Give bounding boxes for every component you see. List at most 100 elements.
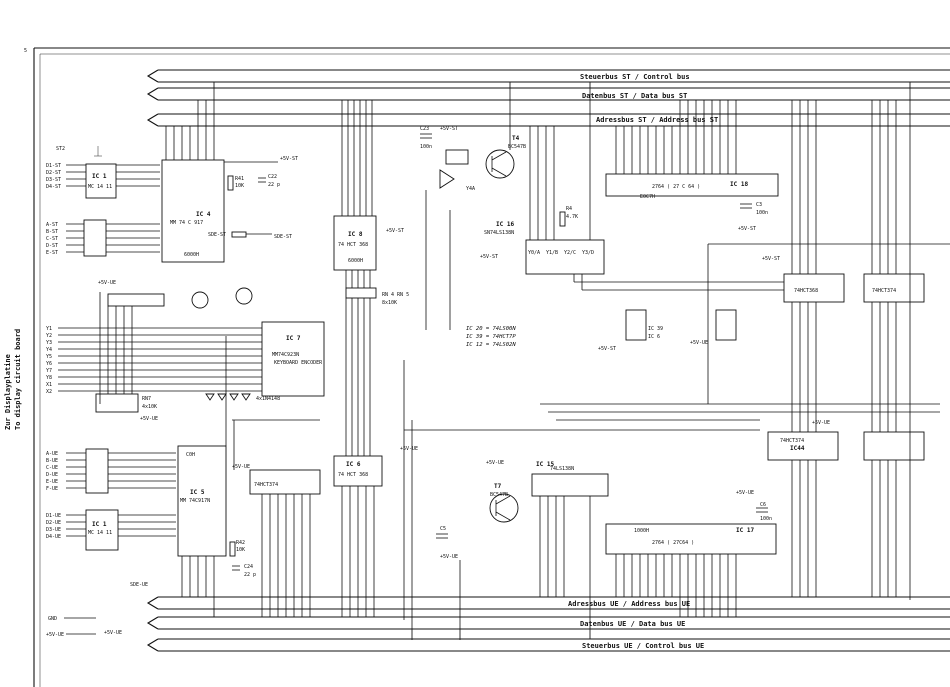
side-label-line2: To display circuit board xyxy=(14,329,22,430)
bus-control-st: Steuerbus ST / Control bus xyxy=(146,69,950,83)
input-y1: Y1 xyxy=(46,326,52,332)
ic16-part: SN74LS138N xyxy=(484,230,514,236)
side-label: Zur Displayplatine To display circuit bo… xyxy=(4,329,22,430)
plus5v-st-label-4: +5V-ST xyxy=(480,254,498,260)
r41-value: 10K xyxy=(235,183,244,189)
ic15-part: 74LS138N xyxy=(550,466,574,472)
ic6-part: 74 HCT 368 xyxy=(338,472,368,478)
plus5v-st-label-2: +5V-ST xyxy=(386,228,404,234)
ic39-chips: IC 39 IC 6 +5V-ST +5V-UE xyxy=(598,309,737,352)
ic8: IC 8 74 HCT 368 6000H +5V-ST xyxy=(333,215,404,271)
input-y2: Y2 xyxy=(46,333,52,339)
input-y5: Y5 xyxy=(46,354,52,360)
bus-label-data-ue: Datenbus UE / Data bus UE xyxy=(580,620,685,628)
c23-y4a: C23 100n +5V-ST Y4A xyxy=(420,126,475,192)
ic5-sub: C0H xyxy=(186,452,195,458)
ic17-name: IC 17 xyxy=(736,527,754,534)
input-d4-st: D4-ST xyxy=(46,184,61,190)
ic-right-top: 74HCT368 +5V-ST 74HCT374 xyxy=(762,256,925,303)
ic18-name: IC 18 xyxy=(730,181,748,188)
rn-label: RN 4 RN 5 xyxy=(382,292,409,298)
plus5v-ue-tail: +5V-UE xyxy=(104,630,122,636)
st2-connector: ST2 xyxy=(56,146,102,157)
plus5v-ue-label-5: +5V-UE xyxy=(400,446,418,452)
plus5v-st-label-7: +5V-ST xyxy=(598,346,616,352)
ic16: IC 16 SN74LS138N Y0/A Y1/B Y2/C Y3/D +5V… xyxy=(480,206,605,275)
input-e-st: E-ST xyxy=(46,250,58,256)
ic18-part: 2764 ( 27 C 64 ) xyxy=(652,184,700,190)
input-a-st: A-ST xyxy=(46,222,58,228)
input-y7: Y7 xyxy=(46,368,52,374)
input-d1-st: D1-ST xyxy=(46,163,61,169)
t7-transistor: T7 BC547B +5V-UE xyxy=(486,460,519,523)
ic4-sde: SDE-ST xyxy=(208,232,226,238)
input-d2-ue: D2-UE xyxy=(46,520,61,526)
ic15-name: IC 15 xyxy=(536,461,554,468)
bus-label-control-st: Steuerbus ST / Control bus xyxy=(580,73,690,81)
input-y8: Y8 xyxy=(46,375,52,381)
bus-label-data-st: Datenbus ST / Data bus ST xyxy=(582,92,687,100)
plus5v-ue-label-3: +5V-UE xyxy=(690,340,708,346)
gnd-connector: GND +5V-UE +5V-UE xyxy=(46,616,122,638)
r45-link: SDE-ST xyxy=(231,231,292,240)
st2-label: ST2 xyxy=(56,146,65,152)
bus-label-control-ue: Steuerbus UE / Control bus UE xyxy=(582,642,704,650)
bus-data-ue: Datenbus UE / Data bus UE xyxy=(146,616,950,630)
c6-label: C6 xyxy=(760,502,766,508)
ic1-top-name: IC 1 xyxy=(92,173,107,180)
rn-value: 8x10K xyxy=(382,300,397,306)
r42-value: 10K xyxy=(236,547,245,553)
c23-label: C23 xyxy=(420,126,429,132)
ic44: IC44 74HCT374 +5V-UE xyxy=(767,420,925,461)
ic5-power-row: +5V-UE xyxy=(98,280,253,309)
c22-value: 22 p xyxy=(268,182,280,188)
ic17-part: 2764 ( 27C64 ) xyxy=(652,540,694,546)
r41-c22: R41 10K C22 22 p +5V-ST xyxy=(224,156,298,191)
input-y3: Y3 xyxy=(46,340,52,346)
ic1-bottom-part: MC 14 11 xyxy=(88,530,112,536)
page-border: 5 xyxy=(24,47,950,687)
ic16-out-2: Y2/C xyxy=(564,250,576,256)
r4-value: 4.7K xyxy=(566,214,578,220)
ic4-sub: 6000H xyxy=(184,252,199,258)
plus5v-st-label-3: +5V-ST xyxy=(440,126,458,132)
plus5v-ue-label-1: +5V-UE xyxy=(98,280,116,286)
r4-label: R4 xyxy=(566,206,572,212)
input-c-st: C-ST xyxy=(46,236,58,242)
c3-label: C3 xyxy=(756,202,762,208)
bus-ticks-top xyxy=(213,82,911,88)
bus-ticks-bottom xyxy=(213,609,591,639)
ic4: IC 4 MM 74 C 917 6000H SDE-ST xyxy=(161,159,226,263)
ic18-sub: E0C7H xyxy=(640,194,655,200)
side-label-line1: Zur Displayplatine xyxy=(4,354,12,430)
ic44-name: IC44 xyxy=(790,445,805,452)
ic43-part: 74HCT374 xyxy=(872,288,896,294)
ic16-out-0: Y0/A xyxy=(528,250,540,256)
input-d2-st: D2-ST xyxy=(46,170,61,176)
ic5: IC 5 MM 74C917N C0H xyxy=(177,445,227,557)
ic1-top-part: MC 14 11 xyxy=(88,184,112,190)
sde-ue-label: SDE-UE xyxy=(130,582,148,588)
note-line1: IC 20 = 74LS00N xyxy=(466,326,516,332)
ic1-bottom-name: IC 1 xyxy=(92,521,107,528)
plus5v-ue-label-8: +5V-UE xyxy=(736,490,754,496)
input-d4-ue: D4-UE xyxy=(46,534,61,540)
c3-value: 100n xyxy=(756,210,768,216)
wiring xyxy=(99,82,950,640)
plus5v-st-label-6: +5V-ST xyxy=(762,256,780,262)
c23-value: 100n xyxy=(420,144,432,150)
c6-value: 100n xyxy=(760,516,772,522)
plus5v-ue-label-4: +5V-UE xyxy=(232,464,250,470)
ic4-name: IC 4 xyxy=(196,211,211,218)
ic8-name: IC 8 xyxy=(348,231,363,238)
ic16-name: IC 16 xyxy=(496,221,514,228)
input-f-ue: F-UE xyxy=(46,486,58,492)
corner-mark: 5 xyxy=(24,48,27,54)
inputs-y-block: Y1 Y2 Y3 Y4 Y5 Y6 Y7 Y8 X1 X2 xyxy=(46,326,262,395)
t4-part: BC547B xyxy=(508,144,526,150)
input-b-ue: B-UE xyxy=(46,458,58,464)
t4-name: T4 xyxy=(512,135,520,142)
plus5v-ue-label-9: +5V-UE xyxy=(812,420,830,426)
c5-label: C5 xyxy=(440,526,446,532)
input-y4: Y4 xyxy=(46,347,52,353)
